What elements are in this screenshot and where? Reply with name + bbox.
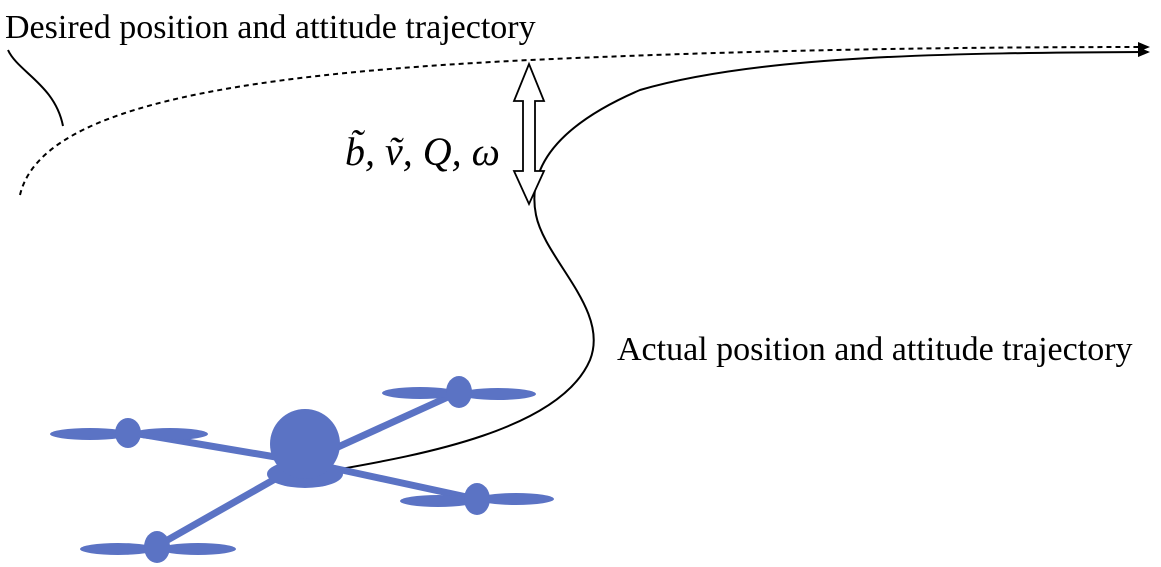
actual-trajectory-label: Actual position and attitude trajectory	[617, 331, 1133, 368]
rotor-rear-left	[80, 531, 236, 563]
rotor-front-left	[50, 418, 208, 448]
desired-label-leader-line	[7, 49, 64, 127]
drone-body	[267, 409, 343, 488]
actual-trajectory-curve	[334, 47, 1150, 471]
rotor-front-right	[382, 376, 536, 408]
error-states-label: b̃, ṽ, Q, ω	[345, 129, 500, 174]
quadrotor-icon	[50, 376, 554, 563]
desired-trajectory-curve	[19, 42, 1150, 196]
rotor-rear-right	[400, 483, 554, 515]
double-headed-arrow-icon	[512, 61, 546, 207]
desired-trajectory-label: Desired position and attitude trajectory	[5, 9, 536, 46]
